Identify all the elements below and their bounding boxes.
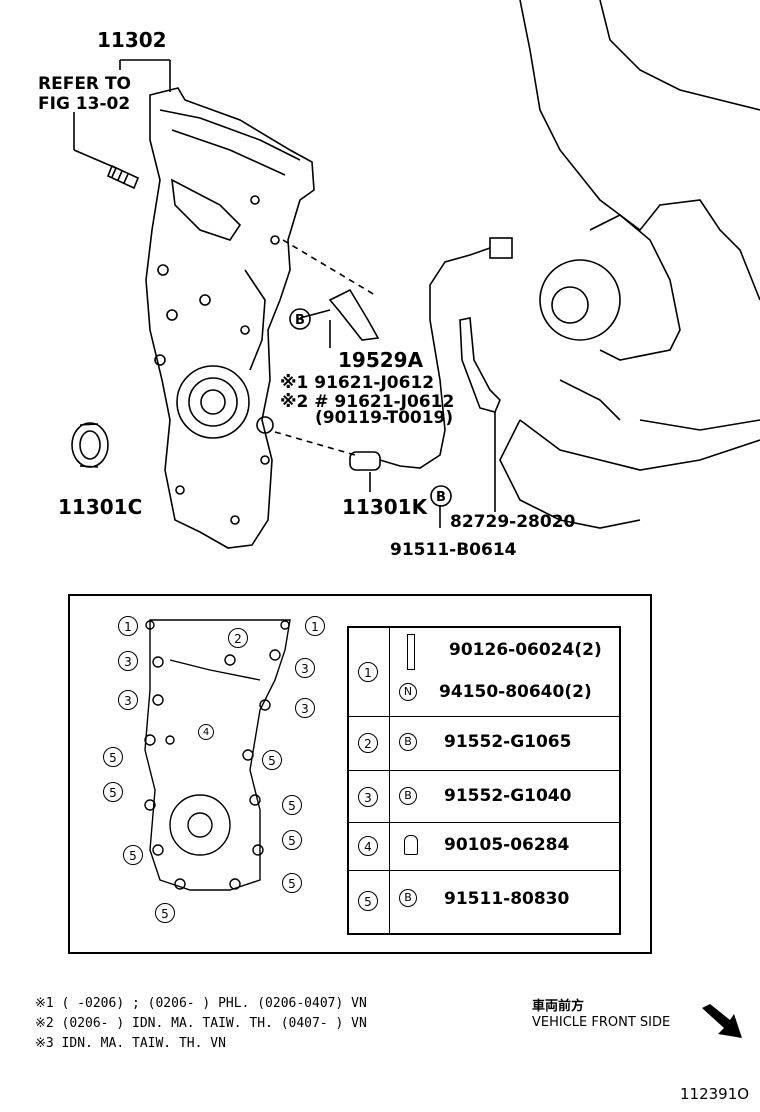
oil-seal-icon — [71, 422, 109, 468]
layout-number: 5 — [282, 830, 302, 850]
layout-number: 5 — [123, 845, 143, 865]
clamp-icon — [459, 317, 501, 512]
exploded-diagram: B B — [71, 0, 760, 549]
nut-icon: N — [399, 683, 417, 701]
stud-icon — [106, 164, 140, 190]
layout-number: 4 — [198, 724, 214, 740]
cover-leader — [73, 59, 171, 169]
callout-bolt2: ※2 # 91621-J0612 — [280, 392, 455, 412]
row-id: 4 — [358, 836, 378, 856]
layout-number: 3 — [295, 698, 315, 718]
direction-en: VEHICLE FRONT SIDE — [532, 1015, 671, 1030]
callout-11302: 11302 — [97, 28, 167, 52]
layout-number: 2 — [228, 628, 248, 648]
layout-number: 5 — [282, 873, 302, 893]
parts-row-5: 5 B 91511-80830 — [349, 870, 619, 934]
dashed-leaders — [274, 239, 376, 456]
row-id: 2 — [358, 733, 378, 753]
part-number: 91552-G1065 — [444, 732, 572, 752]
layout-number: 5 — [103, 747, 123, 767]
b-mark-1: B — [295, 313, 305, 328]
layout-number: 5 — [262, 750, 282, 770]
footnote-1: ※1 ( -0206) ; (0206- ) PHL. (0206-0407) … — [35, 996, 367, 1011]
bolt-holes — [144, 620, 290, 890]
part-number: 90126-06024(2) — [449, 640, 602, 660]
b-mark-2: B — [436, 490, 446, 505]
layout-number: 3 — [118, 690, 138, 710]
callout-11301k: 11301K — [342, 495, 428, 519]
callout-91511: 91511-B0614 — [390, 540, 517, 560]
layout-number: 3 — [118, 651, 138, 671]
parts-row-1: 1 N 90126-06024(2) 94150-80640(2) — [349, 628, 619, 716]
stud-icon — [407, 634, 415, 670]
refer-label-1: REFER TO — [38, 74, 131, 94]
layout-number: 1 — [305, 616, 325, 636]
layout-number: 3 — [295, 658, 315, 678]
screw-icon — [404, 835, 418, 855]
row-id: 3 — [358, 787, 378, 807]
arrow-down-right-icon — [702, 1004, 742, 1038]
b-marker-icon — [289, 308, 452, 507]
row-id: 1 — [358, 662, 378, 682]
callout-19529a: 19529A — [338, 348, 424, 372]
bolt-layout-drawing — [144, 619, 291, 891]
row-id: 5 — [358, 891, 378, 911]
callout-82729: 82729-28020 — [450, 512, 576, 532]
layout-number: 5 — [155, 903, 175, 923]
bolt-layout-frame — [68, 594, 652, 954]
part-number: 90105-06284 — [444, 835, 570, 855]
refer-label-2: FIG 13-02 — [38, 94, 131, 114]
part-number: 94150-80640(2) — [439, 682, 592, 702]
direction-jp: 車両前方 — [532, 999, 585, 1014]
parts-row-2: 2 B 91552-G1065 — [349, 716, 619, 771]
engine-block-drawing — [499, 0, 760, 529]
bolt-icon: B — [399, 733, 417, 751]
callout-11301c: 11301C — [58, 495, 143, 519]
crank-sensor-icon — [349, 237, 513, 492]
figure-id: 112391O — [680, 1085, 750, 1103]
layout-number: 1 — [118, 616, 138, 636]
layout-number: 5 — [282, 795, 302, 815]
parts-row-3: 3 B 91552-G1040 — [349, 770, 619, 823]
bolt-icon: B — [399, 889, 417, 907]
parts-row-4: 4 90105-06284 — [349, 822, 619, 871]
callout-bolt3: (90119-T0019) — [315, 408, 454, 428]
part-number: 91511-80830 — [444, 889, 570, 909]
footnote-2: ※2 (0206- ) IDN. MA. TAIW. TH. (0407- ) … — [35, 1016, 367, 1031]
parts-table: 1 N 90126-06024(2) 94150-80640(2) 2 B 91… — [347, 626, 621, 935]
bracket-icon — [299, 288, 380, 348]
timing-cover-drawing — [145, 87, 315, 549]
callout-bolt1: ※1 91621-J0612 — [280, 373, 435, 393]
bolt-icon: B — [399, 787, 417, 805]
layout-number: 5 — [103, 782, 123, 802]
part-number: 91552-G1040 — [444, 786, 572, 806]
footnote-3: ※3 IDN. MA. TAIW. TH. VN — [35, 1036, 226, 1051]
